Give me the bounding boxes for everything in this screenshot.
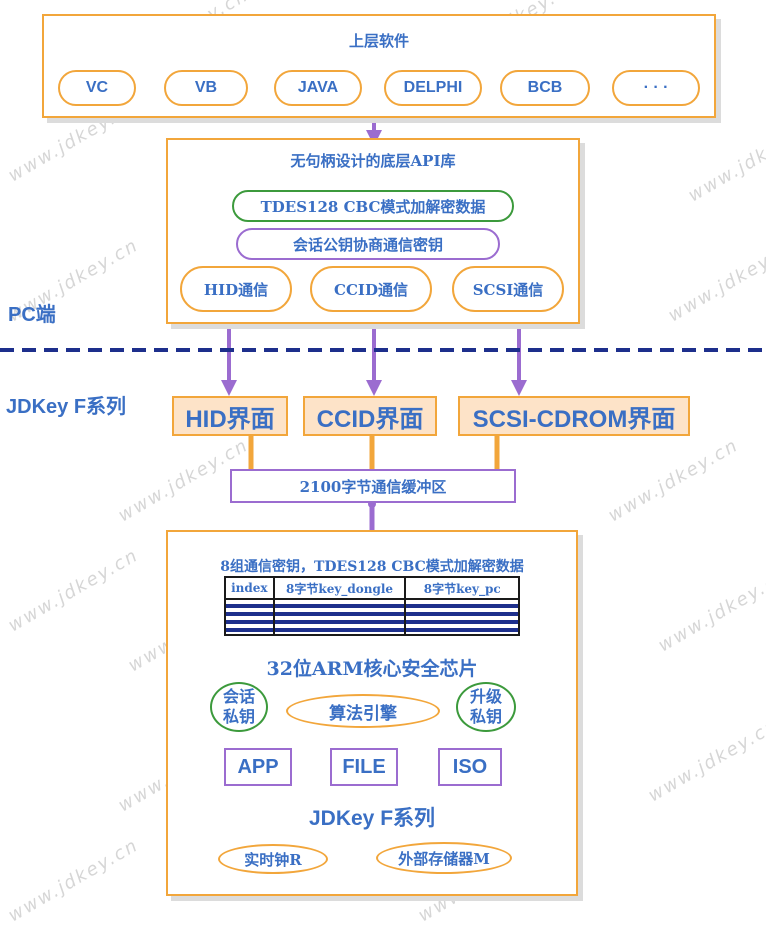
algorithm-engine: 算法引擎 bbox=[286, 694, 440, 728]
pc-side-label: PC端 bbox=[8, 304, 56, 326]
api-library-title: 无句柄设计的底层API库 bbox=[290, 152, 456, 170]
table-cell bbox=[404, 598, 520, 636]
realtime-clock: 实时钟R bbox=[218, 844, 328, 874]
module-app: APP bbox=[224, 748, 292, 786]
scsi-comm: SCSI通信 bbox=[452, 266, 564, 312]
table-header-key-dongle: 8字节key_dongle bbox=[272, 576, 407, 600]
hid-interface: HID界面 bbox=[172, 396, 288, 436]
arm-chip-title: 32位ARM核心安全芯片 bbox=[266, 658, 478, 680]
session-key-capability: 会话公钥协商通信密钥 bbox=[236, 228, 500, 260]
session-private-key: 会话 私钥 bbox=[210, 682, 268, 732]
series-title: JDKey F系列 bbox=[308, 807, 436, 830]
session-private-key-line1: 会话 bbox=[222, 687, 255, 706]
comm-keys-title: 8组通信密钥，TDES128 CBC模式加解密数据 bbox=[220, 559, 524, 575]
table-header-key-pc: 8字节key_pc bbox=[404, 576, 520, 600]
tdes-capability: TDES128 CBC模式加解密数据 bbox=[232, 190, 514, 222]
comm-buffer: 2100字节通信缓冲区 bbox=[230, 469, 516, 503]
security-chip-box: 8组通信密钥，TDES128 CBC模式加解密数据 index 8字节key_d… bbox=[166, 530, 578, 896]
hid-comm: HID通信 bbox=[180, 266, 292, 312]
upgrade-private-key-line2: 私钥 bbox=[469, 707, 502, 726]
ccid-interface: CCID界面 bbox=[303, 396, 437, 436]
upgrade-private-key: 升级 私钥 bbox=[456, 682, 516, 732]
lang-vb: VB bbox=[164, 70, 248, 106]
module-iso: ISO bbox=[438, 748, 502, 786]
api-library-box: 无句柄设计的底层API库 TDES128 CBC模式加解密数据 会话公钥协商通信… bbox=[166, 138, 580, 324]
upper-software-title: 上层软件 bbox=[348, 32, 409, 50]
lang-delphi: DELPHI bbox=[384, 70, 482, 106]
device-side-label: JDKey F系列 bbox=[6, 396, 127, 418]
lang-more: · · · bbox=[612, 70, 700, 106]
table-cell bbox=[272, 598, 407, 636]
key-table-header: index 8字节key_dongle 8字节key_pc bbox=[224, 576, 520, 600]
comm-buffer-label: 2100字节通信缓冲区 bbox=[299, 477, 447, 496]
session-private-key-line2: 私钥 bbox=[222, 707, 255, 726]
key-table: index 8字节key_dongle 8字节key_pc bbox=[224, 576, 520, 636]
upper-software-box: 上层软件 VC VB JAVA DELPHI BCB · · · bbox=[42, 14, 716, 118]
module-file: FILE bbox=[330, 748, 398, 786]
lang-vc: VC bbox=[58, 70, 136, 106]
upgrade-private-key-line1: 升级 bbox=[469, 687, 502, 706]
external-memory: 外部存储器M bbox=[376, 842, 512, 874]
key-table-row bbox=[224, 598, 520, 636]
table-cell bbox=[224, 598, 275, 636]
scsi-cdrom-interface: SCSI-CDROM界面 bbox=[458, 396, 690, 436]
table-header-index: index bbox=[224, 576, 275, 600]
lang-java: JAVA bbox=[274, 70, 362, 106]
lang-bcb: BCB bbox=[500, 70, 590, 106]
ccid-comm: CCID通信 bbox=[310, 266, 432, 312]
